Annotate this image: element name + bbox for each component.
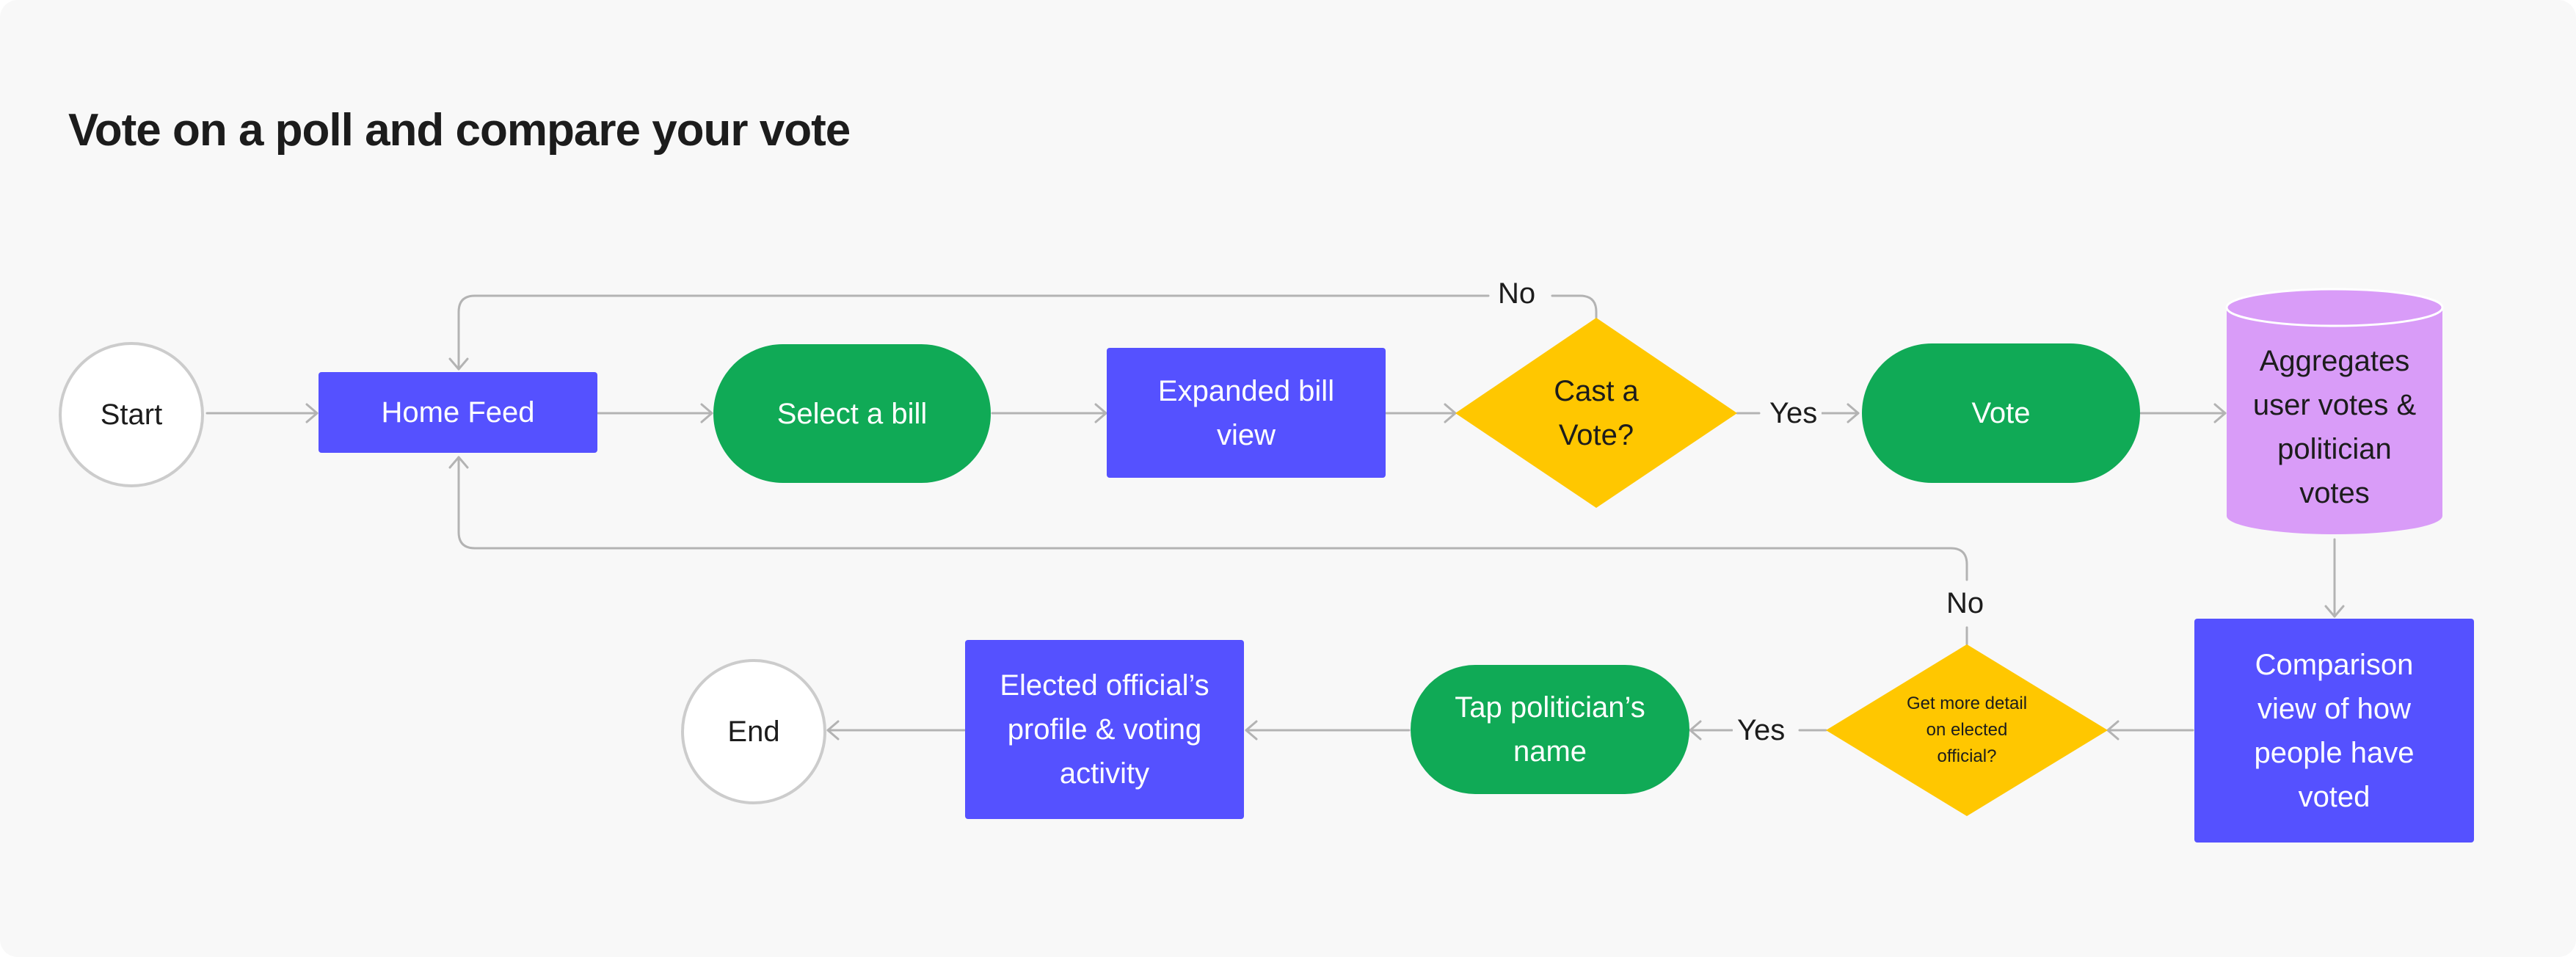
edge-label-detail-no: No: [1942, 585, 1989, 622]
end-node[interactable]: End: [681, 659, 826, 804]
more-detail-label[interactable]: Get more detail on elected official?: [1906, 694, 2028, 766]
select-bill-label: Select a bill: [776, 397, 928, 430]
comparison-view-label: Comparison view of how people have voted: [2254, 648, 2415, 813]
official-profile-label: Elected official’s profile & voting acti…: [1000, 669, 1209, 790]
start-node[interactable]: Start: [59, 342, 204, 487]
edge-label-detail-yes: Yes: [1733, 712, 1790, 749]
home-feed-label: Home Feed: [381, 396, 535, 429]
edge-label-cast-no: No: [1493, 275, 1540, 312]
start-label: Start: [100, 399, 163, 431]
expanded-bill-view-label: Expanded bill view: [1157, 374, 1335, 451]
expanded-bill-view-node[interactable]: Expanded bill view: [1107, 348, 1386, 478]
datastore-cylinder-shape: [2225, 288, 2444, 534]
end-label: End: [727, 716, 780, 748]
decision-cast-vote-shape: [1455, 318, 1737, 508]
official-profile-node[interactable]: Elected official’s profile & voting acti…: [965, 640, 1244, 819]
edge-label-cast-yes: Yes: [1765, 395, 1822, 432]
vote-label: Vote: [1971, 397, 2031, 429]
tap-politician-node[interactable]: Tap politician’s name: [1411, 665, 1689, 794]
page-title: Vote on a poll and compare your vote: [68, 105, 851, 156]
aggregates-datastore-node[interactable]: Aggregates user votes & politician votes: [2228, 326, 2441, 528]
connector-cast-no: [1551, 294, 1598, 319]
select-bill-node[interactable]: Select a bill: [713, 344, 991, 483]
home-feed-node[interactable]: Home Feed: [319, 372, 597, 453]
comparison-view-node[interactable]: Comparison view of how people have voted: [2194, 619, 2474, 843]
vote-node[interactable]: Vote: [1862, 343, 2140, 483]
decision-more-detail-shape: [1826, 644, 2108, 816]
tap-politician-label: Tap politician’s name: [1455, 691, 1645, 768]
cast-vote-label[interactable]: Cast a Vote?: [1554, 375, 1639, 451]
aggregates-label: Aggregates user votes & politician votes: [2252, 344, 2417, 509]
